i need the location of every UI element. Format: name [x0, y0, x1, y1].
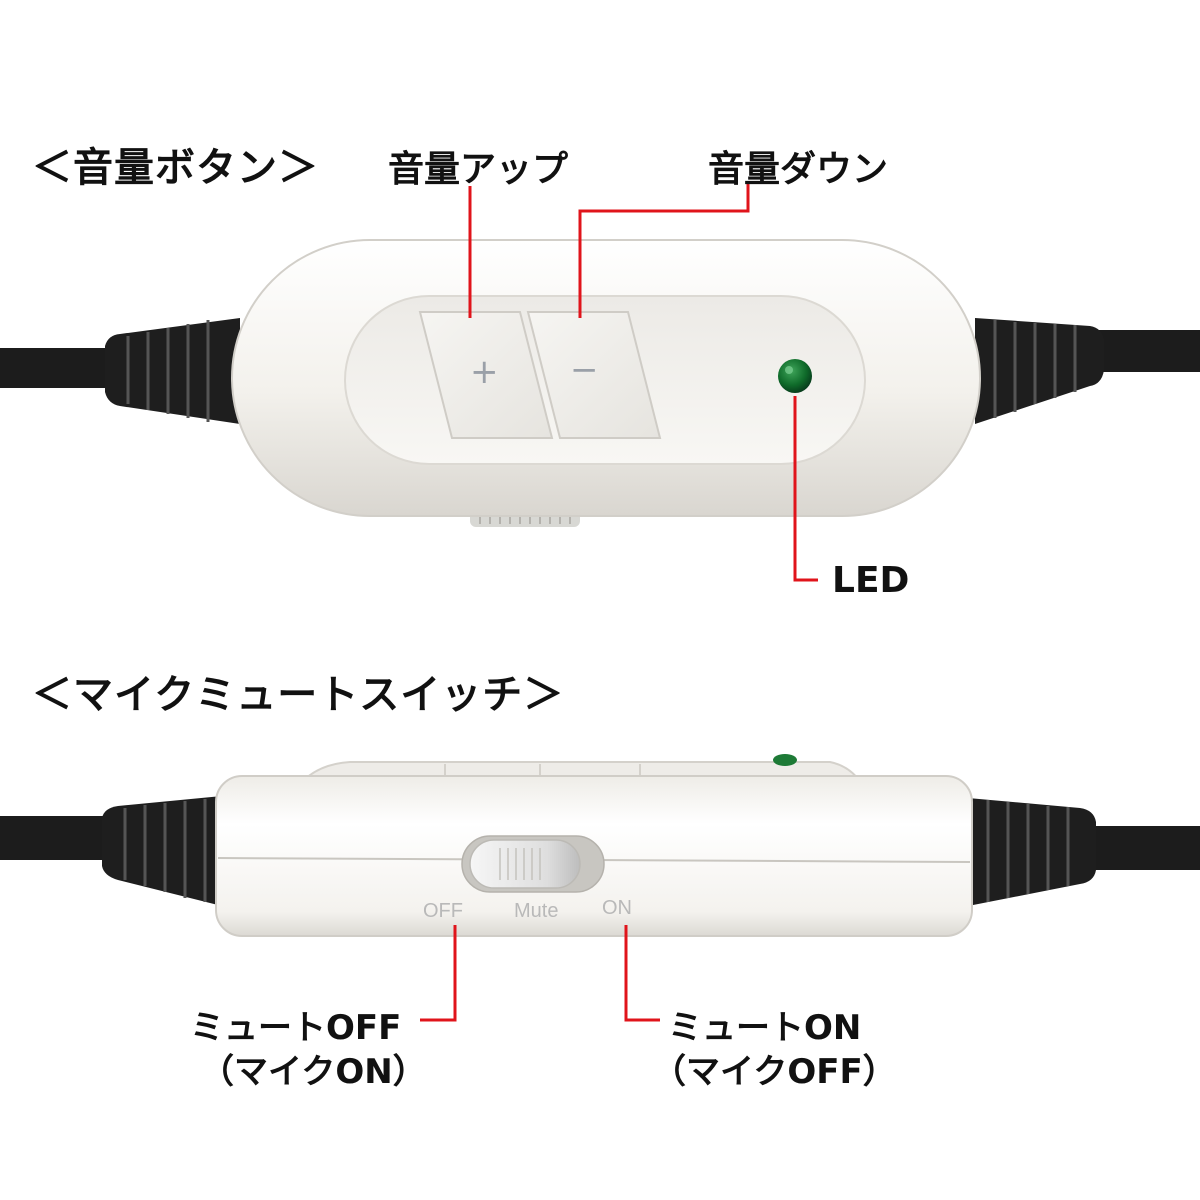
cable-right-bottom — [1080, 826, 1200, 870]
mute-on-callout-line2: （マイクOFF） — [652, 1052, 897, 1092]
led-indicator-icon — [778, 359, 812, 393]
mute-off-callout-line1: ミュートOFF — [190, 1008, 402, 1048]
volume-up-callout: 音量アップ — [388, 149, 569, 190]
mute-slider-knob[interactable] — [469, 839, 581, 889]
led-side-icon — [773, 754, 797, 766]
mute-off-callout-line2: （マイクON） — [200, 1052, 427, 1092]
minus-icon: − — [570, 350, 599, 390]
strain-relief-left-bottom — [102, 796, 222, 906]
led-callout: LED — [832, 560, 910, 601]
strain-relief-right-bottom — [968, 798, 1096, 906]
mute-switch-unit — [0, 754, 1200, 937]
switch-label-mute: Mute — [514, 900, 559, 922]
cable-right-top — [1080, 330, 1200, 372]
mute-section-heading: ＜マイクミュートスイッチ＞ — [32, 672, 565, 718]
callout-lines-bottom — [420, 925, 660, 1022]
volume-section-heading: ＜音量ボタン＞ — [32, 145, 319, 191]
mute-on-callout-line1: ミュートON — [668, 1008, 862, 1048]
cable-left-top — [0, 348, 120, 388]
switch-label-on: ON — [602, 897, 632, 919]
strain-relief-right-top — [975, 318, 1104, 424]
switch-label-off: OFF — [423, 900, 463, 922]
volume-up-button — [418, 311, 554, 439]
volume-down-button — [526, 311, 662, 439]
cable-left-bottom — [0, 816, 120, 860]
plus-icon: + — [470, 352, 499, 392]
strain-relief-left-top — [105, 318, 240, 424]
volume-down-callout: 音量ダウン — [708, 149, 889, 190]
volume-control-unit — [0, 239, 1200, 527]
callout-lines-top — [468, 184, 818, 582]
